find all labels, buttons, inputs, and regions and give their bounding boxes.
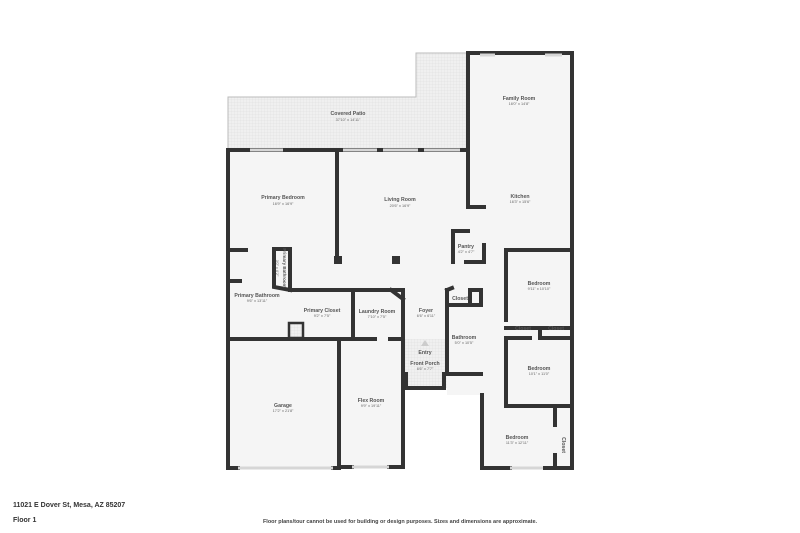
disclaimer: Floor plans/tour cannot be used for buil… xyxy=(262,519,538,525)
room-dims: 6'6" x 6'11" xyxy=(417,314,436,318)
room-name: Closet xyxy=(560,437,566,453)
room-dims: 20'6" x 16'9" xyxy=(390,204,411,208)
room-name: Primary Bedroom xyxy=(261,195,305,201)
room-name: Closet xyxy=(548,326,564,332)
room-name: Primary Bathroom xyxy=(234,293,280,299)
room-name: Pantry xyxy=(458,244,474,250)
room-name: Kitchen xyxy=(510,194,529,200)
room-dims: 10'1" x 11'0" xyxy=(529,372,550,376)
room-name: Closet xyxy=(515,326,531,332)
room-name: Primary Closet xyxy=(304,308,341,314)
room-name: Foyer xyxy=(419,308,433,314)
room-dims: 4'2" x 4'7" xyxy=(458,250,475,254)
room-dims: 16'0" x 14'8" xyxy=(509,102,530,106)
covered-patio-area xyxy=(227,52,469,151)
room-dims: 6'6" x 7'7" xyxy=(417,367,434,371)
room-name: Closet xyxy=(452,296,468,302)
room-dims: 5'0" x 10'5" xyxy=(455,341,474,345)
room-dims: 11'3" x 12'11" xyxy=(506,441,529,445)
room-name: Covered Patio xyxy=(331,111,366,117)
room-name: Front Porch xyxy=(410,361,439,367)
room-name: Flex Room xyxy=(358,398,385,404)
room-name: Laundry Room xyxy=(359,309,396,315)
property-address: 11021 E Dover St, Mesa, AZ 85207 xyxy=(13,502,126,509)
room-name: Living Room xyxy=(384,197,416,203)
entry-label: Entry xyxy=(418,350,431,356)
room-dims: 16'3" x 15'6" xyxy=(510,200,531,204)
room-dims: 37'10" x 14'11" xyxy=(336,118,361,122)
room-name: Bedroom xyxy=(528,366,551,372)
room-name: Primary Bathroom xyxy=(282,248,287,287)
room-name: Family Room xyxy=(503,96,536,102)
room-dims: 9'11" x 10'10" xyxy=(528,287,551,291)
room-dims: 9'9" x 19'11" xyxy=(361,404,382,408)
floor-label: Floor 1 xyxy=(13,517,37,524)
entry-arrow-icon xyxy=(421,340,429,346)
room-name: Bedroom xyxy=(506,435,529,441)
room-dims: 9'6" x 13'11" xyxy=(247,299,268,303)
room-dims: 3'0" x 6'2" xyxy=(275,260,279,277)
walls xyxy=(226,51,574,470)
room-dims: 7'10" x 7'5" xyxy=(368,315,387,319)
room-labels: Covered Patio 37'10" x 14'11" Family Roo… xyxy=(234,96,566,453)
room-dims: 9'2" x 7'5" xyxy=(314,314,331,318)
room-name: Garage xyxy=(274,403,292,409)
room-dims: 17'2" x 21'8" xyxy=(273,409,294,413)
room-dims: 16'9" x 16'9" xyxy=(273,202,294,206)
room-name: Bedroom xyxy=(528,281,551,287)
room-name: Bathroom xyxy=(452,335,477,341)
